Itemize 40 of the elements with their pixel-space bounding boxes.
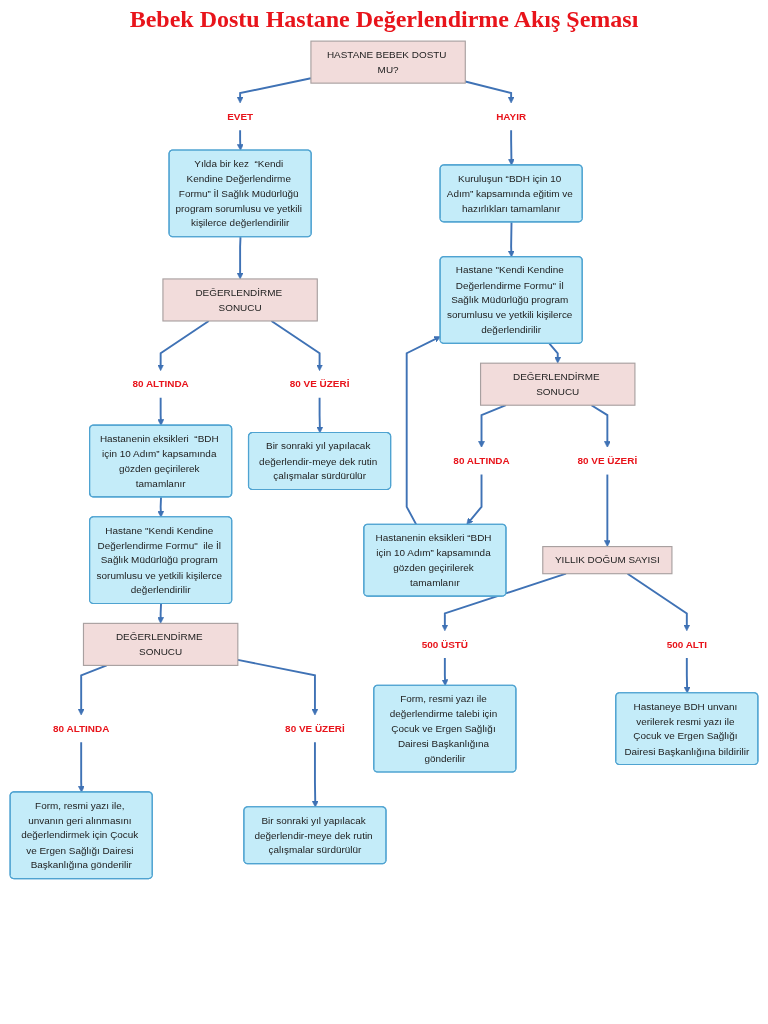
- arrow: [683, 657, 691, 694]
- arrow: [464, 80, 515, 104]
- arrow: [604, 473, 611, 547]
- arrow: [270, 320, 323, 371]
- node-text: 500 ÜSTÜ: [421, 638, 469, 650]
- arrow: [236, 129, 244, 151]
- arrow: [548, 342, 562, 364]
- arrow: [441, 657, 449, 686]
- arrow: [77, 664, 108, 716]
- arrow: [508, 129, 515, 166]
- arrow: [590, 404, 611, 448]
- node-text: 500 ALTI: [666, 638, 707, 650]
- arrow: [478, 404, 507, 448]
- arrow: [157, 496, 165, 518]
- node-text: 80 VE ÜZERİ: [577, 455, 638, 467]
- arrow: [405, 336, 441, 526]
- arrow: [157, 396, 165, 426]
- node-text: 80 VE ÜZERİ: [289, 378, 350, 390]
- arrow: [466, 473, 483, 525]
- arrow: [441, 572, 567, 632]
- node-text: 80 ALTINDA: [453, 455, 510, 467]
- arrow: [157, 320, 210, 371]
- arrow: [311, 741, 319, 808]
- node-box: DEĞERLENDİRME SONUCU: [162, 278, 318, 322]
- arrow: [626, 572, 691, 632]
- arrow: [236, 236, 244, 280]
- node-text: EVET: [227, 110, 254, 123]
- node-box: YILLIK DOĞUM SAYISI: [542, 546, 673, 575]
- arrow: [157, 602, 164, 624]
- node-box: HASTANE BEBEK DOSTU MU?: [310, 40, 466, 84]
- node-box: DEĞERLENDİRME SONUCU: [480, 362, 636, 406]
- node-text: 80 ALTINDA: [132, 378, 189, 390]
- node-box: DEĞERLENDİRME SONUCU: [82, 622, 239, 666]
- diagram-title: Bebek Dostu Hastane Değerlendirme Akış Şeması: [128, 6, 640, 33]
- node-text: HAYIR: [496, 110, 527, 123]
- arrow: [507, 221, 515, 258]
- node-text: 80 VE ÜZERİ: [285, 722, 345, 735]
- node-text: 80 ALTINDA: [53, 722, 110, 735]
- arrow: [77, 741, 85, 793]
- arrow: [316, 396, 324, 434]
